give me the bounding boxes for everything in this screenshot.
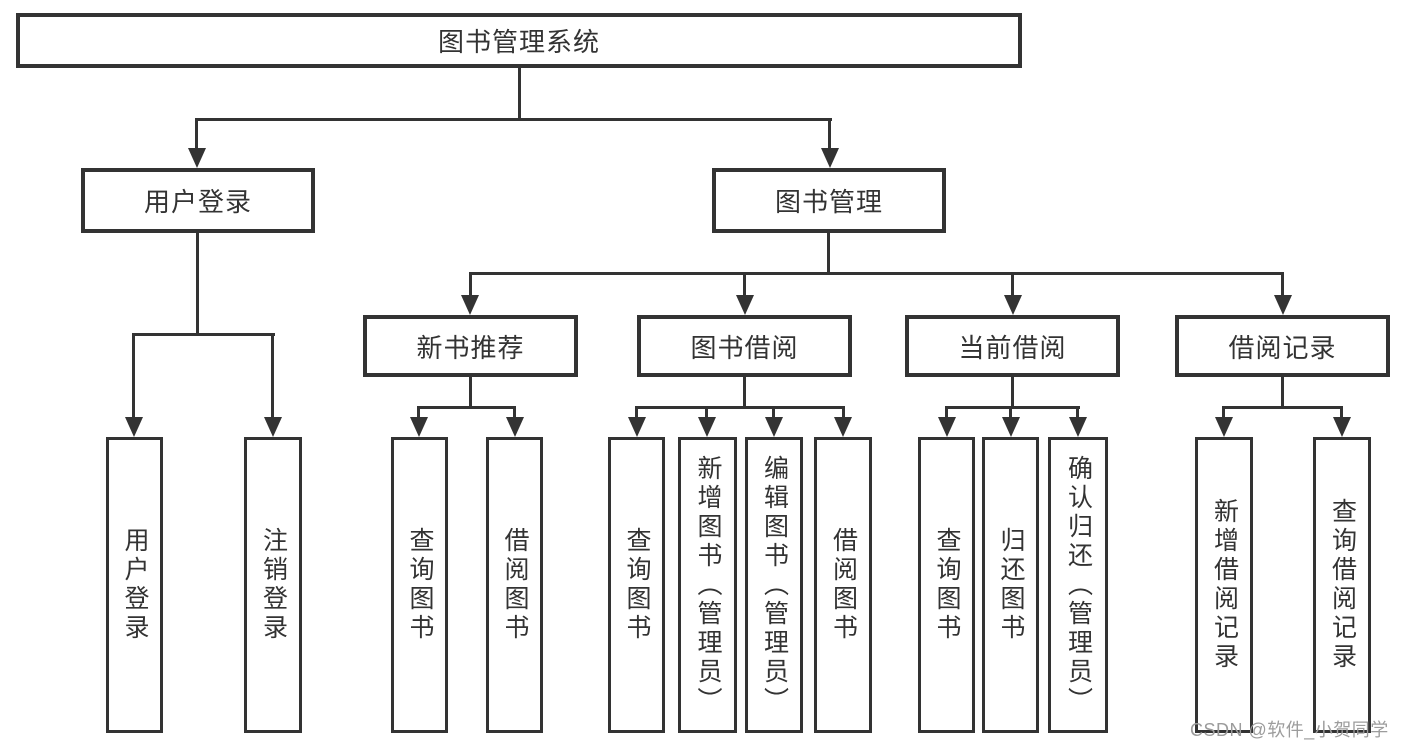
arrowhead-cb-confirm (1069, 417, 1087, 437)
arrowhead-book-borrow (736, 295, 754, 315)
arrowhead-br-add (1215, 417, 1233, 437)
arrowhead-book-management (821, 148, 839, 168)
leaf-borrowing-query-book: 查询图书 (608, 437, 665, 733)
arrowhead-leaf-logout (264, 417, 282, 437)
connector-stub-user-login (195, 118, 198, 152)
node-borrowing-records: 借阅记录 (1175, 315, 1390, 377)
node-library-management-system: 图书管理系统 (16, 13, 1022, 68)
connector-stub-cb-return (1009, 406, 1012, 421)
connector-newbook-bar (417, 406, 516, 409)
connector-stub-nb-query (417, 406, 420, 421)
connector-userlogin-drop (196, 231, 199, 336)
connector-stub-current-borrow (1011, 272, 1014, 299)
connector-stub-leaf-user-login (132, 333, 135, 419)
connector-stub-bb-borrow (842, 406, 845, 421)
arrowhead-bb-add (698, 417, 716, 437)
connector-stub-nb-borrow (513, 406, 516, 421)
arrowhead-borrow-records (1274, 295, 1292, 315)
csdn-watermark: CSDN @软件_小贺同学 (1190, 720, 1389, 740)
leaf-current-query-book: 查询图书 (918, 437, 975, 733)
connector-stub-leaf-logout (271, 333, 274, 419)
node-user-login: 用户登录 (81, 168, 315, 233)
arrowhead-cb-query (938, 417, 956, 437)
node-book-management: 图书管理 (712, 168, 946, 233)
arrowhead-nb-borrow (506, 417, 524, 437)
arrowhead-bb-edit (765, 417, 783, 437)
arrowhead-leaf-user-login (125, 417, 143, 437)
connector-stub-bb-query (635, 406, 638, 421)
leaf-newbook-borrow-book: 借阅图书 (486, 437, 543, 733)
arrowhead-new-book (461, 295, 479, 315)
leaf-borrowing-edit-book-admin: 编辑图书（管理员） (745, 437, 803, 733)
arrowhead-cb-return (1002, 417, 1020, 437)
connector-stub-cb-query (945, 406, 948, 421)
connector-stub-br-query (1340, 406, 1343, 421)
connector-stub-book-management (828, 118, 831, 152)
leaf-records-query-record: 查询借阅记录 (1313, 437, 1371, 733)
arrowhead-user-login (188, 148, 206, 168)
connector-currentborrow-bar (945, 406, 1080, 409)
leaf-borrowing-borrow-book: 借阅图书 (814, 437, 872, 733)
leaf-current-return-book: 归还图书 (982, 437, 1039, 733)
arrowhead-nb-query (410, 417, 428, 437)
leaf-newbook-query-book: 查询图书 (391, 437, 448, 733)
arrowhead-bb-query (628, 417, 646, 437)
leaf-borrowing-add-book-admin: 新增图书（管理员） (678, 437, 737, 733)
connector-stub-new-book (469, 272, 472, 299)
connector-stub-bb-add (705, 406, 708, 421)
connector-stub-cb-confirm (1076, 406, 1079, 421)
connector-records-drop (1281, 376, 1284, 409)
node-current-borrowing: 当前借阅 (905, 315, 1120, 377)
leaf-current-confirm-return-admin: 确认归还（管理员） (1048, 437, 1108, 733)
connector-userlogin-bar (132, 333, 275, 336)
connector-stub-borrow-records (1281, 272, 1284, 299)
connector-level3-bar (469, 272, 1284, 275)
connector-bookborrow-drop (743, 376, 746, 409)
connector-bookmgmt-drop (827, 232, 830, 275)
node-book-borrowing: 图书借阅 (637, 315, 852, 377)
connector-stub-book-borrow (743, 272, 746, 299)
arrowhead-bb-borrow (834, 417, 852, 437)
arrowhead-br-query (1333, 417, 1351, 437)
connector-records-bar (1222, 406, 1343, 409)
connector-newbook-drop (469, 376, 472, 409)
arrowhead-current-borrow (1004, 295, 1022, 315)
connector-bookborrow-bar (635, 406, 845, 409)
connector-stub-br-add (1222, 406, 1225, 421)
leaf-user-login: 用户登录 (106, 437, 163, 733)
connector-stub-bb-edit (772, 406, 775, 421)
leaf-records-add-record: 新增借阅记录 (1195, 437, 1253, 733)
connector-root-drop (518, 67, 521, 121)
leaf-logout-login: 注销登录 (244, 437, 302, 733)
connector-currentborrow-drop (1011, 376, 1014, 409)
connector-root-bar (195, 118, 832, 121)
node-new-book-recommend: 新书推荐 (363, 315, 578, 377)
